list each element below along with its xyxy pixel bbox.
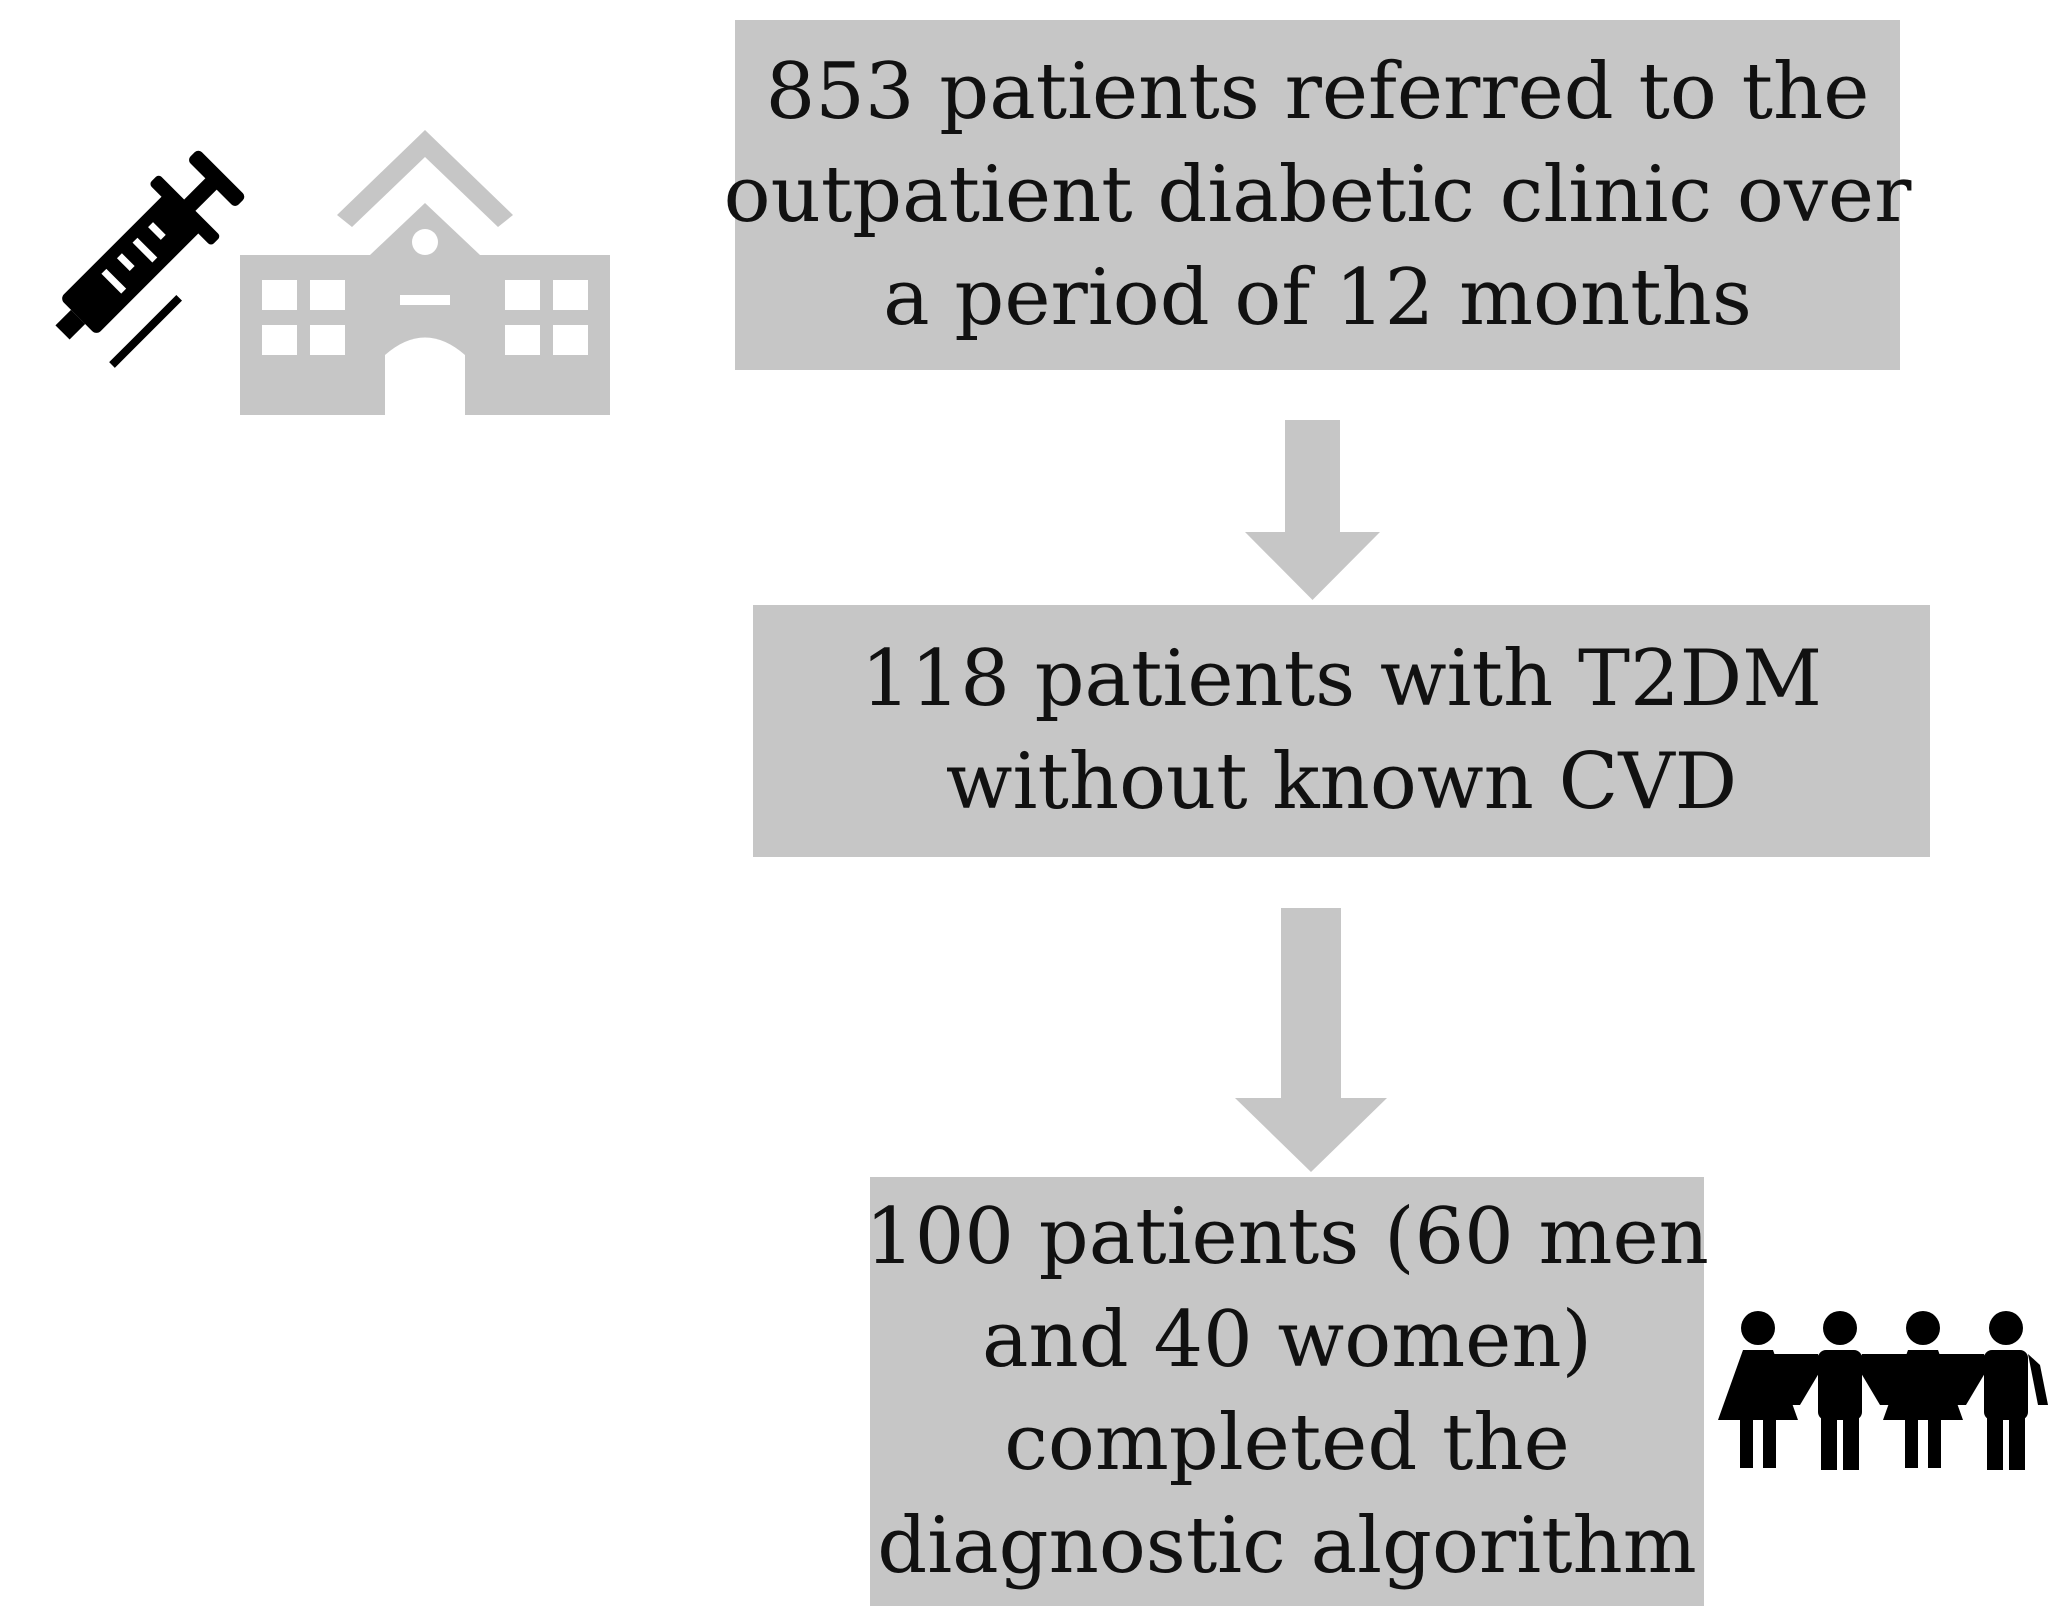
step-box-completed: 100 patients (60 men and 40 women) compl… xyxy=(865,1177,1709,1606)
box-text-line: diagnostic algorithm xyxy=(877,1500,1697,1591)
box-text-line: a period of 12 months xyxy=(883,252,1752,343)
hospital-icon xyxy=(240,130,610,415)
down-arrow xyxy=(1245,420,1380,600)
box-text-line: 118 patients with T2DM xyxy=(860,634,1823,724)
people-icon xyxy=(1718,1311,2048,1470)
box-text-line: 100 patients (60 men xyxy=(865,1191,1709,1282)
box-text-line: without known CVD xyxy=(945,737,1738,827)
box-text-line: completed the xyxy=(1004,1397,1570,1488)
syringe-icon xyxy=(55,150,245,368)
step-box-t2dm: 118 patients with T2DM without known CVD xyxy=(753,605,1930,857)
box-text-line: outpatient diabetic clinic over xyxy=(723,149,1912,240)
box-text-line: 853 patients referred to the xyxy=(765,46,1870,137)
down-arrow xyxy=(1235,908,1387,1172)
box-text-line: and 40 women) xyxy=(981,1294,1593,1385)
step-box-referred: 853 patients referred to the outpatient … xyxy=(724,20,1911,370)
